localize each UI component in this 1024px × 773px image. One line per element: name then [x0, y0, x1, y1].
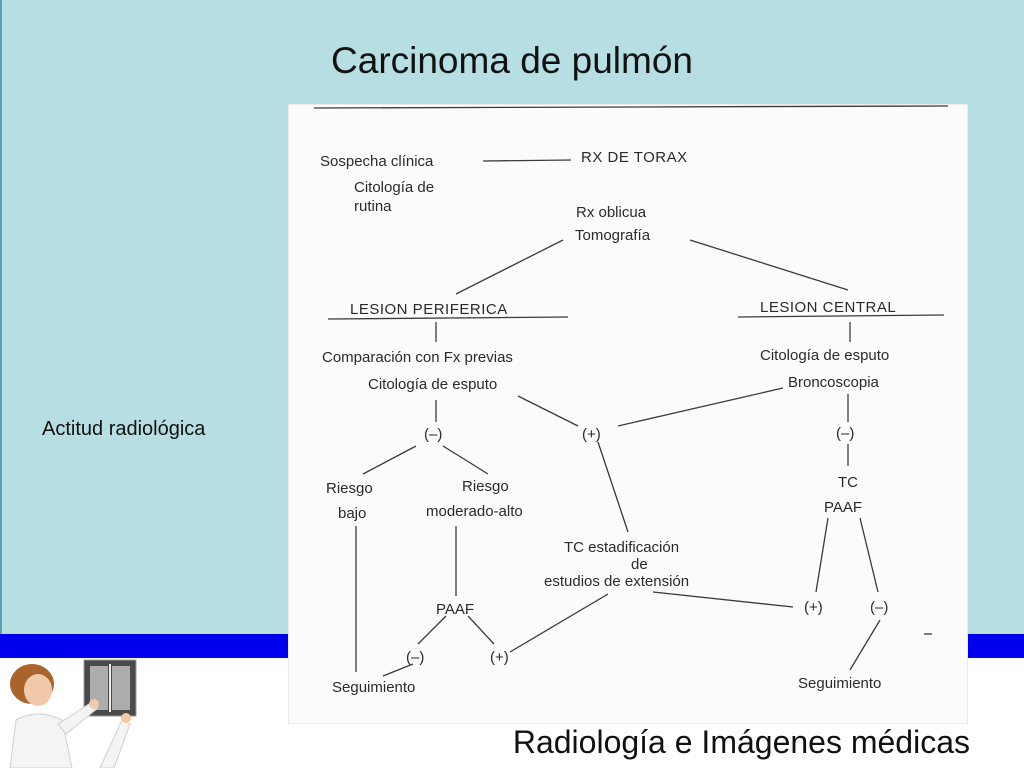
node-citologia-esputo-p: Citología de esputo	[368, 376, 497, 393]
node-paaf-periferica: PAAF	[436, 601, 474, 618]
node-lesion-central: LESION CENTRAL	[760, 299, 896, 316]
edge-paafc-neg	[859, 517, 879, 593]
node-paaf-central: PAAF	[824, 499, 862, 516]
node-sospecha: Sospecha clínica	[320, 153, 434, 170]
xray-lung-right	[112, 666, 130, 710]
xray-lung-left	[90, 666, 108, 710]
edge-paafc-pos	[815, 517, 829, 593]
node-rx-torax: RX DE TORAX	[581, 149, 688, 166]
flowchart-scan: Sospecha clínica RX DE TORAX Citología d…	[288, 104, 968, 724]
node-tc-estadificacion-2: de	[631, 556, 648, 573]
node-neg-central: (–)	[836, 425, 854, 442]
node-tc: TC	[838, 474, 858, 491]
node-citologia-esputo-c: Citología de esputo	[760, 347, 889, 364]
edge-tomo-periferica	[455, 239, 564, 295]
slide-footer: Radiología e Imágenes médicas	[512, 724, 970, 760]
edge-citologia-pos	[517, 395, 579, 427]
node-neg-central-2: (–)	[870, 599, 888, 616]
underline-periferica	[327, 316, 569, 320]
node-tc-estadificacion-3: estudios de extensión	[544, 573, 689, 590]
doctor-face	[24, 674, 52, 706]
node-seguimiento-periferica: Seguimiento	[332, 679, 415, 696]
edge-bronco-pos	[617, 387, 784, 427]
flowchart-diagram: Sospecha clínica RX DE TORAX Citología d…	[313, 105, 949, 696]
node-riesgo-alto-2: moderado-alto	[426, 503, 523, 520]
node-lesion-periferica: LESION PERIFERICA	[350, 301, 508, 318]
node-pos-paaf: (+)	[490, 649, 509, 666]
doctor-illustration-svg	[9, 659, 137, 769]
edge-neg-riesgobajo	[362, 445, 417, 475]
doctor-xray-illustration	[0, 658, 150, 769]
doctor-hand-right	[121, 713, 131, 723]
node-riesgo-bajo-2: bajo	[338, 505, 366, 522]
doctor-hand-left	[89, 699, 99, 709]
node-neg-periferica: (–)	[424, 426, 442, 443]
node-pos-mid: (+)	[582, 426, 601, 443]
side-label: Actitud radiológica	[42, 418, 206, 440]
node-pos-central: (+)	[804, 599, 823, 616]
node-seguimiento-central: Seguimiento	[798, 675, 881, 692]
edge-negc2-seguimiento	[849, 619, 881, 671]
edge-tomo-central	[689, 239, 849, 291]
top-rule	[313, 105, 949, 109]
edge-pos-tcestad	[597, 441, 629, 533]
node-neg-paaf: (–)	[406, 649, 424, 666]
edge-negpaaf-seguimiento	[382, 663, 414, 677]
edge-pospaaf-tcestad	[509, 593, 609, 653]
doctor-coat	[9, 713, 73, 769]
edge-paaf-pos	[467, 615, 495, 645]
edge-neg-riesgoalto	[442, 445, 489, 475]
underline-central	[737, 314, 945, 318]
edge-tcestad-posc	[652, 591, 794, 608]
doctor-arm-left	[57, 701, 99, 735]
slide-title: Carcinoma de pulmón	[331, 40, 693, 81]
edge-sospecha-rx	[482, 159, 572, 162]
node-broncoscopia: Broncoscopia	[788, 374, 880, 391]
node-tomografia: Tomografía	[575, 227, 651, 244]
node-riesgo-bajo-1: Riesgo	[326, 480, 373, 497]
node-rx-oblicua: Rx oblicua	[576, 204, 647, 221]
node-tc-estadificacion-1: TC estadificación	[564, 539, 679, 556]
node-citologia-rutina-1: Citología de	[354, 179, 434, 196]
node-comparacion: Comparación con Fx previas	[322, 349, 513, 366]
node-citologia-rutina-2: rutina	[354, 198, 392, 215]
doctor-arm-right	[99, 719, 131, 769]
node-riesgo-alto-1: Riesgo	[462, 478, 509, 495]
edge-paaf-neg	[417, 615, 447, 645]
